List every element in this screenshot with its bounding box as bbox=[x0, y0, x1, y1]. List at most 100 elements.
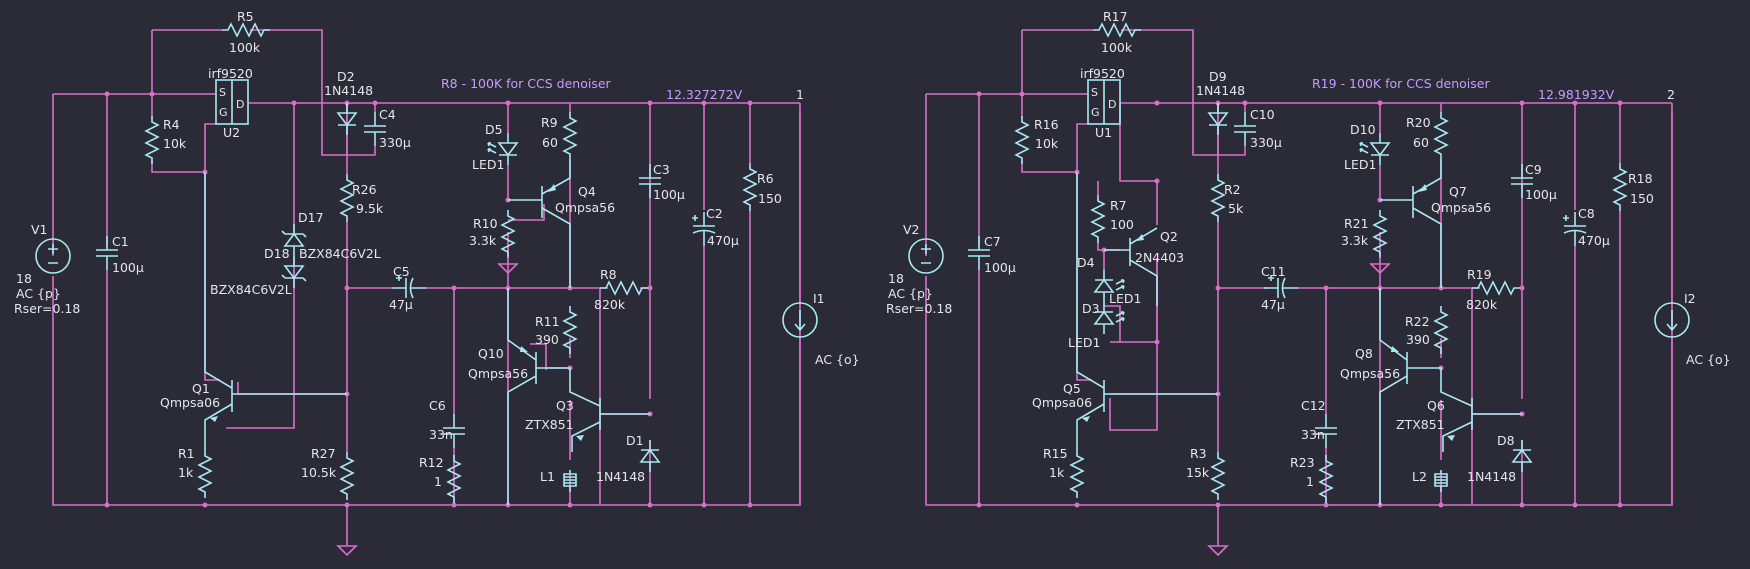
value-c8: 470µ bbox=[1578, 233, 1610, 248]
value-r19: 820k bbox=[1466, 297, 1498, 312]
value-d5: LED1 bbox=[472, 157, 504, 172]
label-r2: R2 bbox=[1224, 182, 1241, 197]
resistor-r27 bbox=[340, 451, 354, 501]
value-r4: 10k bbox=[163, 136, 187, 151]
label-q3: Q3 bbox=[556, 398, 574, 413]
svg-text:S: S bbox=[219, 86, 226, 99]
value-c11: 47µ bbox=[1261, 297, 1285, 312]
value-v2-dc: 18 bbox=[888, 271, 904, 286]
value-v1-rser: Rser=0.18 bbox=[14, 301, 80, 316]
value-q4: Qmpsa56 bbox=[555, 200, 615, 215]
ground-icon bbox=[1208, 539, 1228, 556]
label-r15: R15 bbox=[1043, 446, 1068, 461]
label-v2: V2 bbox=[903, 222, 920, 237]
value-r12: 1 bbox=[434, 474, 442, 489]
label-r17: R17 bbox=[1103, 9, 1128, 24]
resistor-r9 bbox=[563, 111, 577, 161]
label-r18: R18 bbox=[1628, 171, 1653, 186]
value-c5: 47µ bbox=[389, 297, 413, 312]
value-q6: ZTX851 bbox=[1396, 417, 1445, 432]
value-r18: 150 bbox=[1630, 191, 1654, 206]
value-r1: 1k bbox=[178, 465, 194, 480]
label-d5: D5 bbox=[485, 122, 503, 137]
value-r3: 15k bbox=[1186, 465, 1210, 480]
label-r22: R22 bbox=[1405, 314, 1430, 329]
resistor-r15 bbox=[1070, 449, 1084, 499]
junctions bbox=[104, 91, 753, 508]
label-q8: Q8 bbox=[1355, 346, 1373, 361]
value-q2: 2N4403 bbox=[1135, 250, 1184, 265]
label-q2: Q2 bbox=[1160, 229, 1178, 244]
label-c1: C1 bbox=[112, 234, 129, 249]
label-r11: R11 bbox=[535, 314, 560, 329]
value-r11: 390 bbox=[535, 332, 559, 347]
mosfet-u1: S G D bbox=[1087, 79, 1121, 125]
label-q5: Q5 bbox=[1063, 381, 1081, 396]
svg-text:S: S bbox=[1091, 86, 1098, 99]
resistor-r20 bbox=[1434, 111, 1448, 161]
node-label: 1 bbox=[796, 87, 804, 102]
label-r23: R23 bbox=[1290, 455, 1315, 470]
label-r10: R10 bbox=[473, 216, 498, 231]
label-c2: C2 bbox=[706, 206, 723, 221]
label-u1: U1 bbox=[1095, 125, 1112, 140]
label-c11: C11 bbox=[1261, 264, 1286, 279]
mosfet-u2: S G D bbox=[215, 79, 249, 125]
value-c4: 330µ bbox=[379, 135, 411, 150]
value-r17: 100k bbox=[1101, 40, 1133, 55]
label-r26: R26 bbox=[352, 182, 377, 197]
junctions bbox=[976, 91, 1623, 508]
ground-icon bbox=[337, 539, 357, 556]
label-d10: D10 bbox=[1350, 122, 1376, 137]
node-voltage: 12.327272V bbox=[666, 87, 743, 102]
value-q8: Qmpsa56 bbox=[1340, 366, 1400, 381]
svg-text:D: D bbox=[1108, 98, 1116, 111]
value-d18: BZX84C6V2L bbox=[210, 282, 292, 297]
value-q3: ZTX851 bbox=[525, 417, 574, 432]
label-r4: R4 bbox=[163, 117, 180, 132]
label-r16: R16 bbox=[1034, 117, 1059, 132]
value-v2-ac: AC {p} bbox=[888, 286, 933, 301]
label-c5: C5 bbox=[393, 264, 410, 279]
value-r5: 100k bbox=[229, 40, 261, 55]
label-q1: Q1 bbox=[192, 381, 210, 396]
label-r19: R19 bbox=[1467, 267, 1492, 282]
value-q5: Qmpsa06 bbox=[1032, 395, 1092, 410]
label-c3: C3 bbox=[653, 162, 670, 177]
label-q7: Q7 bbox=[1449, 184, 1467, 199]
value-c2: 470µ bbox=[707, 233, 739, 248]
label-d18: D18 bbox=[264, 246, 290, 261]
value-r16: 10k bbox=[1035, 136, 1059, 151]
label-r9: R9 bbox=[541, 115, 558, 130]
label-r20: R20 bbox=[1406, 115, 1431, 130]
value-d4: LED1 bbox=[1109, 291, 1141, 306]
value-c9: 100µ bbox=[1525, 187, 1557, 202]
value-v1-dc: 18 bbox=[16, 271, 32, 286]
transistor-q1 bbox=[204, 172, 347, 450]
label-c6: C6 bbox=[429, 398, 446, 413]
label-q10: Q10 bbox=[478, 346, 504, 361]
label-c10: C10 bbox=[1250, 107, 1275, 122]
value-r22: 390 bbox=[1406, 332, 1430, 347]
label-c4: C4 bbox=[379, 107, 396, 122]
transistor-q4 bbox=[508, 160, 571, 288]
label-u2-type: irf9520 bbox=[208, 66, 253, 81]
svg-text:D: D bbox=[236, 98, 244, 111]
label-l1: L1 bbox=[540, 469, 555, 484]
transistor-q6 bbox=[1440, 368, 1522, 452]
label-q4: Q4 bbox=[578, 184, 596, 199]
label-d2: D2 bbox=[337, 69, 355, 84]
circuit-1: S G D R5 100k irf9520 U2 bbox=[14, 9, 860, 556]
value-c1: 100µ bbox=[112, 260, 144, 275]
label-d8: D8 bbox=[1497, 433, 1515, 448]
value-d9: 1N4148 bbox=[1196, 83, 1245, 98]
value-r23: 1 bbox=[1306, 474, 1314, 489]
value-c3: 100µ bbox=[653, 187, 685, 202]
value-d3: LED1 bbox=[1068, 335, 1100, 350]
label-d9: D9 bbox=[1209, 69, 1227, 84]
value-v2-rser: Rser=0.18 bbox=[886, 301, 952, 316]
label-r21: R21 bbox=[1344, 216, 1369, 231]
transistor-q8 bbox=[1379, 288, 1441, 505]
value-q7: Qmpsa56 bbox=[1431, 200, 1491, 215]
